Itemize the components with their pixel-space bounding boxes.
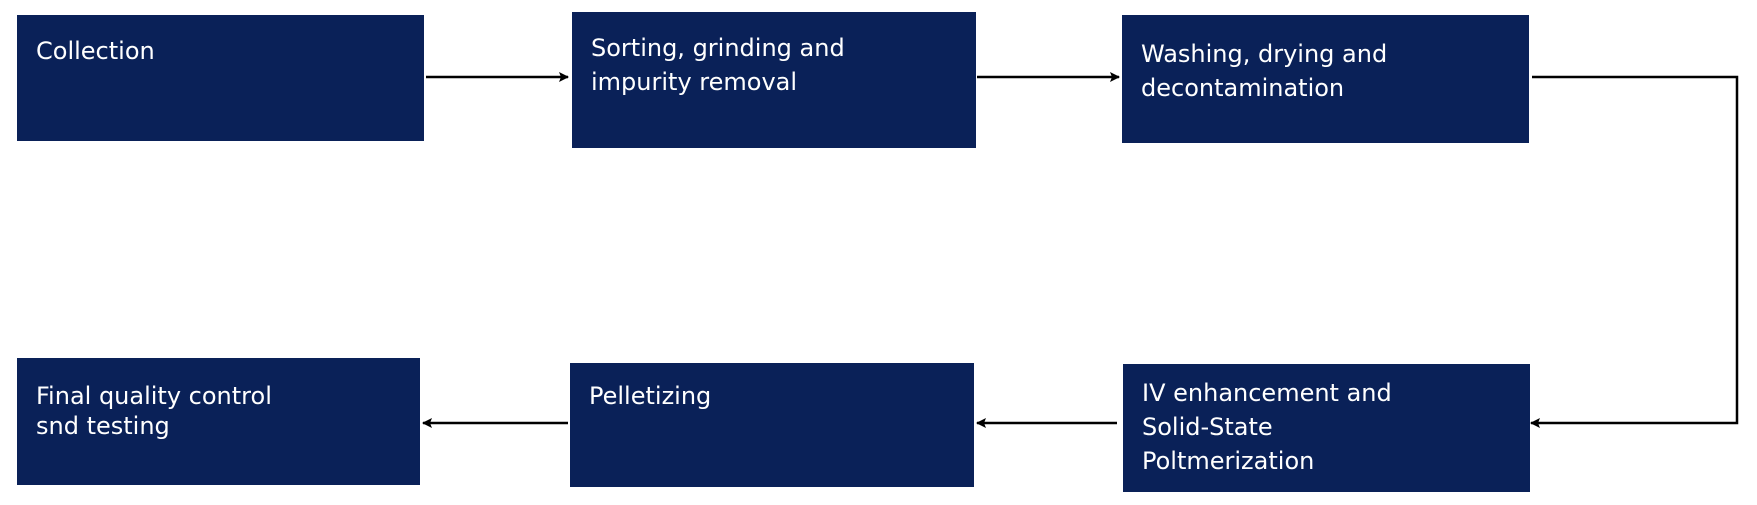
step-pelletizing: Pelletizing — [570, 363, 974, 487]
step-washing-drying: Washing, drying and decontamination — [1122, 15, 1529, 143]
arrow-washing-to-iv-enhancement — [1530, 75, 1739, 428]
step-label-washing-drying: Washing, drying and decontamination — [1141, 40, 1388, 102]
step-label-collection: Collection — [36, 37, 155, 65]
step-label-pelletizing: Pelletizing — [589, 382, 712, 410]
step-label-iv-enhancement-ssp: IV enhancement and Solid-State Poltmeriz… — [1142, 379, 1392, 475]
step-iv-enhancement-ssp: IV enhancement and Solid-State Poltmeriz… — [1123, 364, 1530, 492]
step-collection: Collection — [17, 15, 424, 141]
step-label-sorting-grinding: Sorting, grinding and impurity removal — [591, 34, 845, 96]
step-label-final-quality-control: Final quality control snd testing — [36, 382, 272, 440]
step-final-quality-control: Final quality control snd testing — [17, 358, 420, 485]
step-sorting-grinding: Sorting, grinding and impurity removal — [572, 12, 976, 148]
